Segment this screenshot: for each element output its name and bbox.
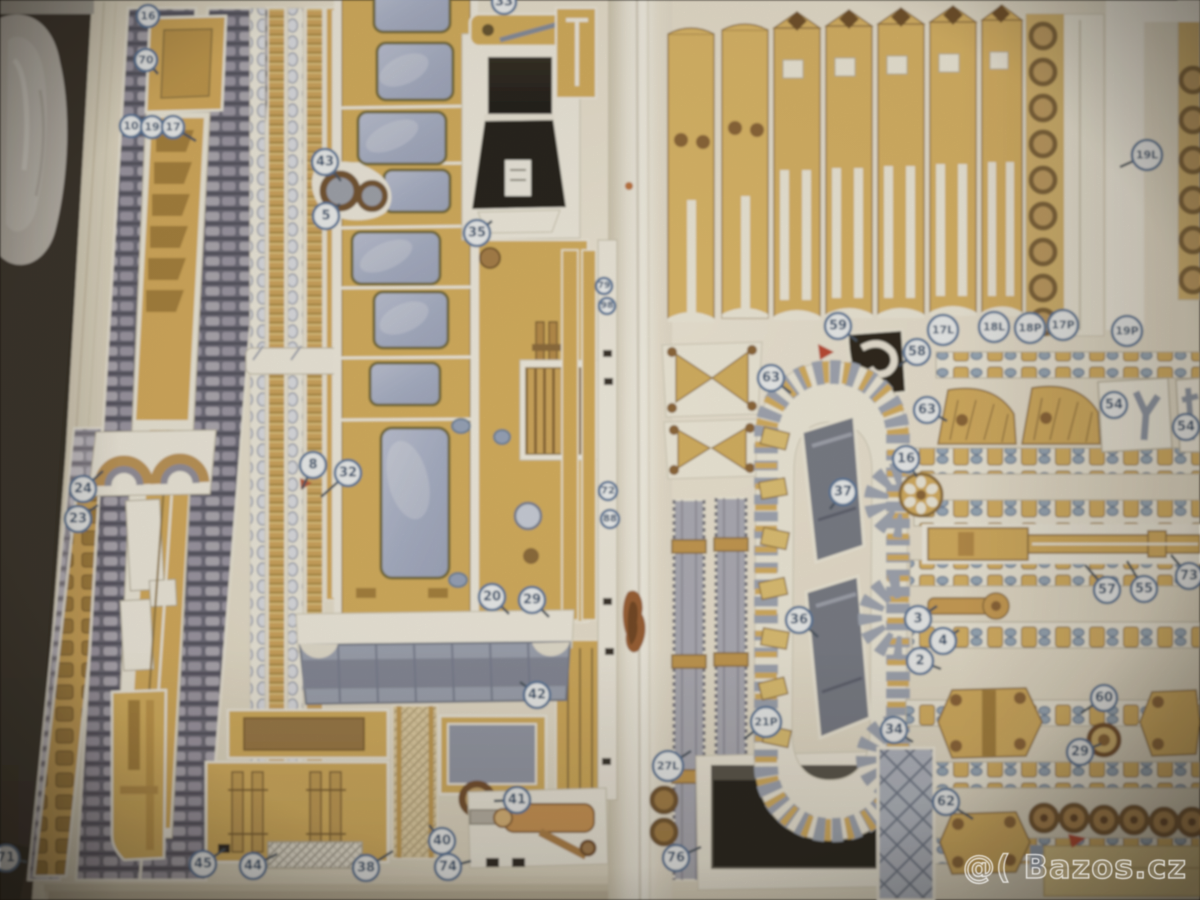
watermark: @( Bazos.cz (963, 848, 1187, 886)
